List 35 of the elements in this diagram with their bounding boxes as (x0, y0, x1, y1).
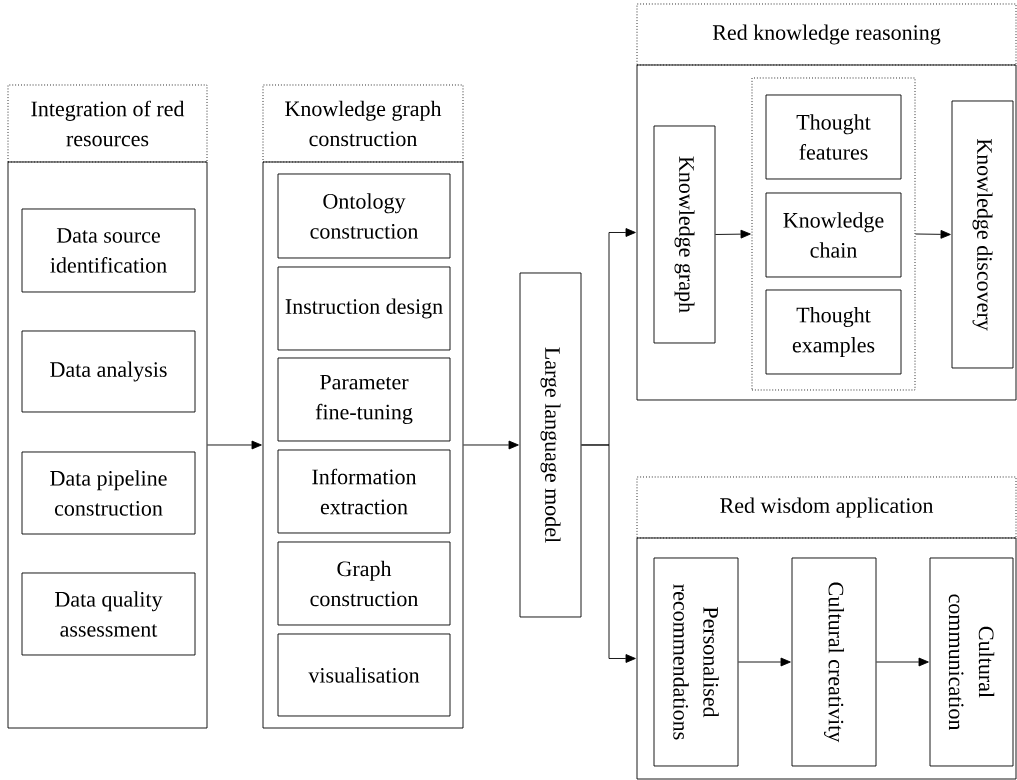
process-box: Knowledge discovery (951, 100, 1014, 369)
group-panel (7, 161, 208, 729)
arrow (738, 657, 791, 667)
process-box: Data analysis (21, 330, 196, 413)
group-panel (262, 161, 464, 729)
process-box: Parameter fine-tuning (277, 357, 451, 442)
group-panel (636, 64, 1017, 401)
process-box: Thought examples (765, 289, 902, 375)
process-box: Data quality assessment (21, 572, 196, 656)
group-header: Integration of red resources (7, 84, 208, 163)
process-box: Thought features (765, 94, 902, 180)
process-box: Graph construction (277, 541, 451, 626)
group-header: Red wisdom application (636, 476, 1017, 539)
process-box: Data source identification (21, 208, 196, 293)
dotted-group-box (751, 77, 916, 391)
arrow (207, 440, 262, 450)
process-box: Ontology construction (277, 173, 451, 259)
process-box: Instruction design (277, 266, 451, 351)
process-box: Cultural creativity (791, 557, 877, 767)
process-box: Information extraction (277, 449, 451, 534)
arrow (581, 444, 636, 663)
arrow (715, 229, 751, 239)
process-box: Knowledge chain (765, 192, 902, 278)
group-header: Knowledge graph construction (262, 84, 464, 163)
process-box: Cultural communication (929, 557, 1014, 767)
process-box: visualisation (277, 633, 451, 717)
group-panel (636, 537, 1017, 780)
process-box: Data pipeline construction (21, 451, 196, 535)
arrow (463, 440, 519, 450)
arrow (876, 657, 929, 667)
process-box: Personalised recommendations (653, 557, 739, 767)
process-box: Knowledge graph (653, 125, 716, 344)
group-header: Red knowledge reasoning (636, 3, 1017, 66)
arrow (915, 229, 951, 239)
process-box: Large language model (519, 272, 582, 618)
